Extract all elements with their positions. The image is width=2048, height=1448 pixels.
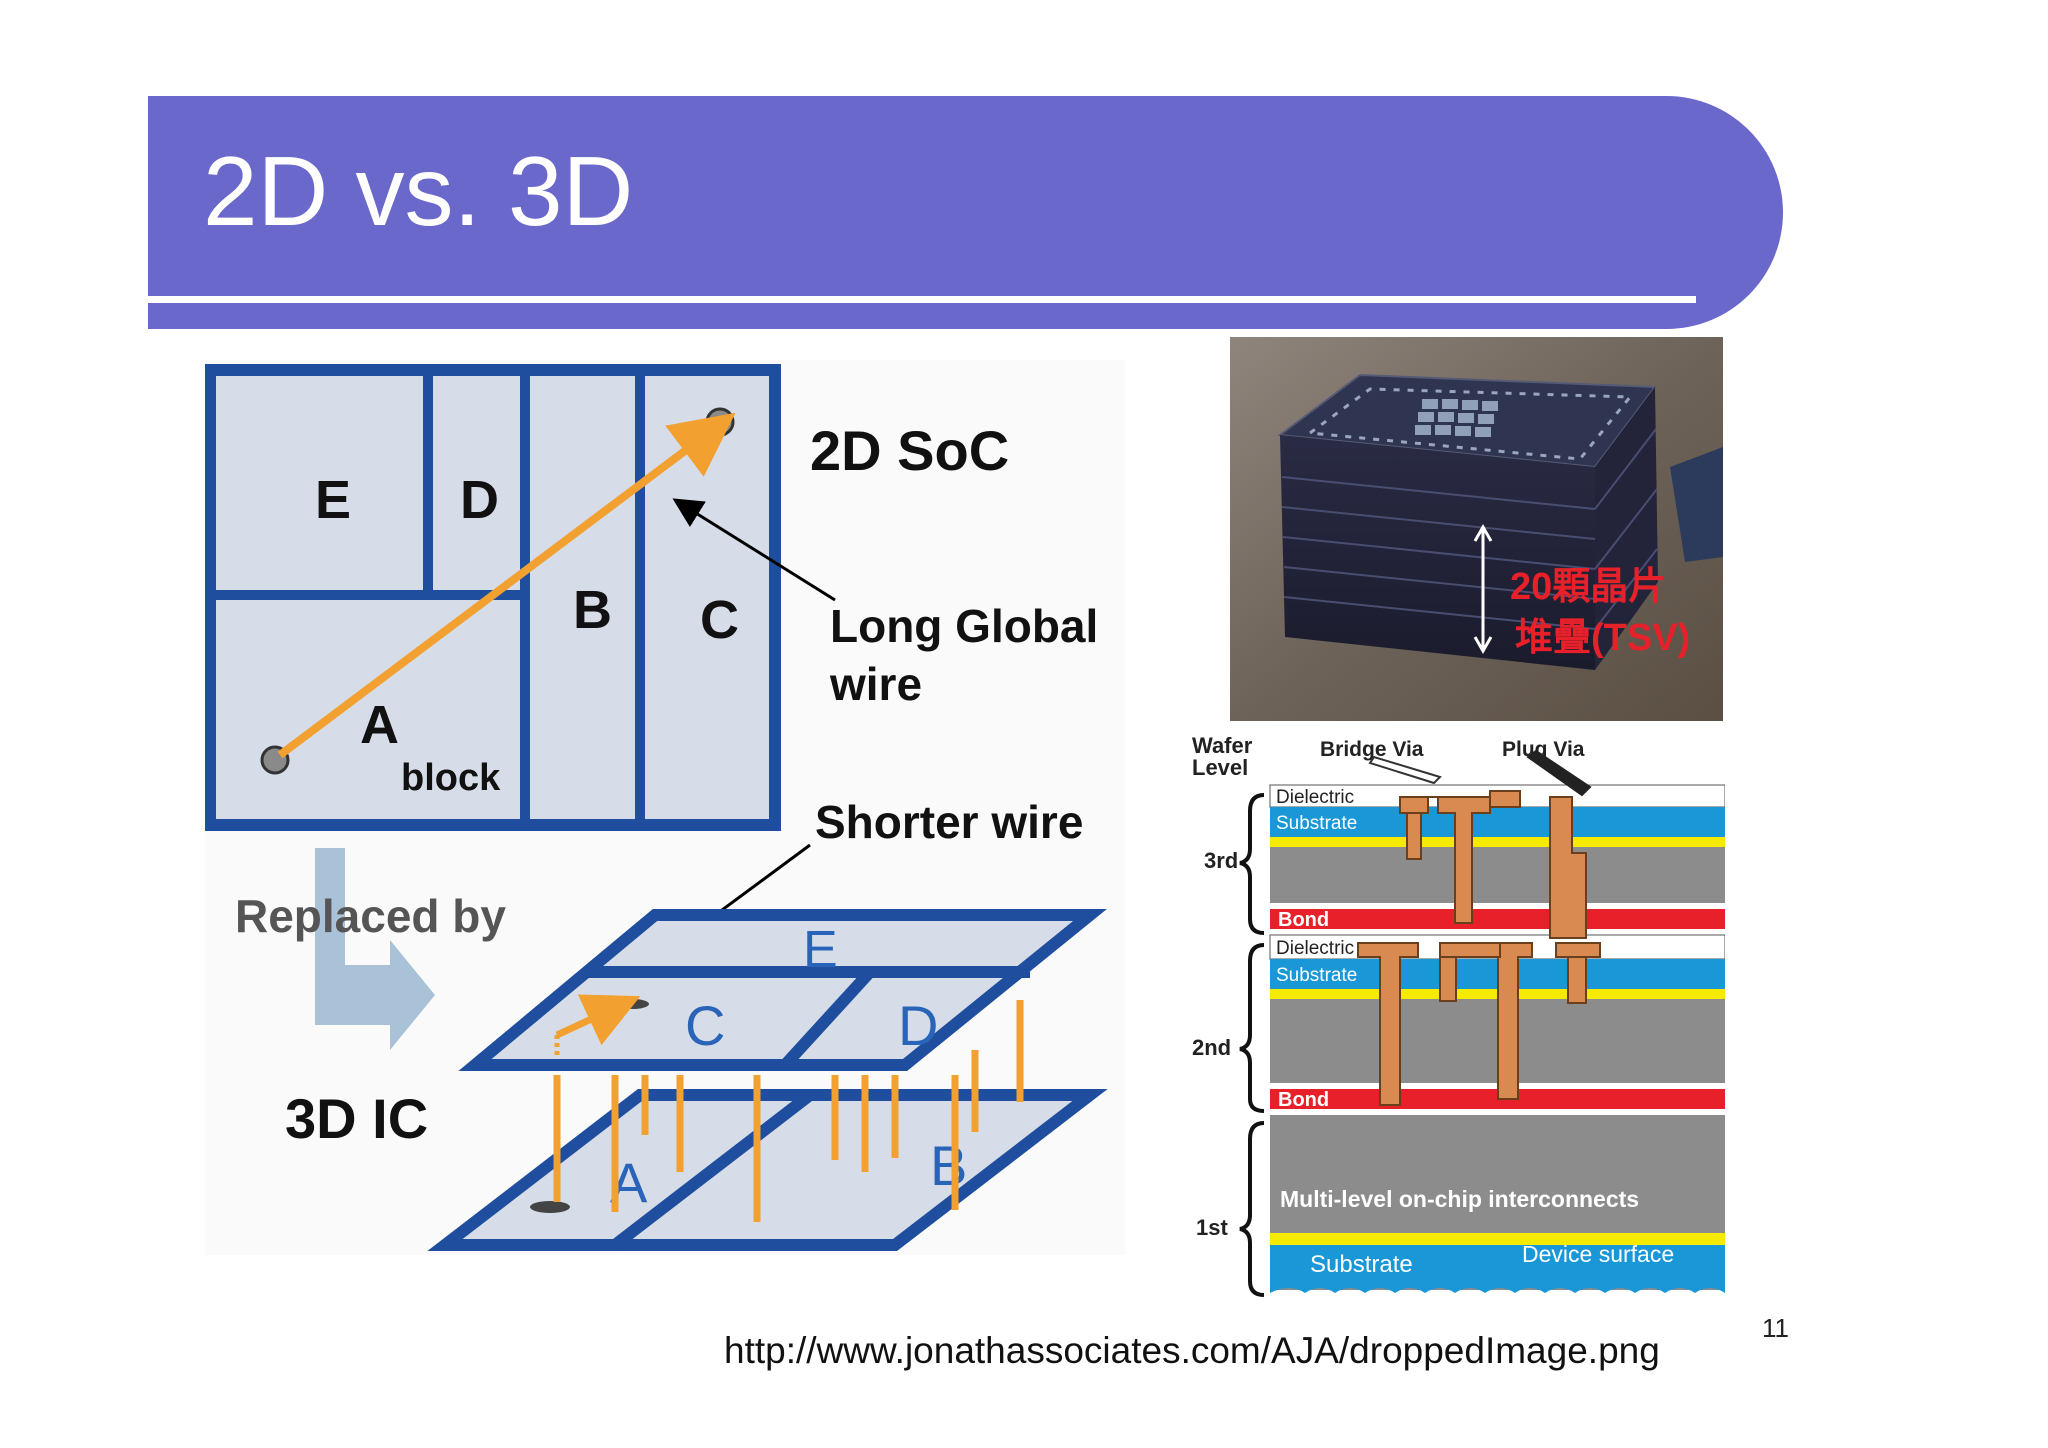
source-url: http://www.jonathassociates.com/AJA/drop… (724, 1330, 1660, 1371)
long-wire-label-1: Long Global (830, 600, 1098, 652)
stacked-chips-photo: 20顆晶片 堆疊(TSV) (1230, 337, 1723, 721)
tsv-pillars (553, 1000, 1024, 1222)
block-d-label: D (460, 470, 499, 530)
bond-label-3rd: Bond (1278, 909, 1329, 931)
block-c-label: C (700, 590, 739, 650)
soc-2d-floorplan: E D B C A block (205, 364, 781, 831)
substrate-label-3rd: Substrate (1276, 813, 1357, 834)
replaced-by-label: Replaced by (235, 890, 506, 942)
soc-vs-3dic-diagram: E D B C A block 2D SoC Long Global wire … (205, 360, 1125, 1255)
level-1st-label: 1st (1196, 1215, 1228, 1240)
block-b-label: B (573, 580, 612, 640)
wafer-level-label-1: Wafer (1192, 733, 1253, 758)
dielectric-label-3rd: Dielectric (1276, 787, 1354, 808)
long-wire-label-2: wire (829, 658, 922, 710)
level-2nd-label: 2nd (1192, 1035, 1231, 1060)
wafer-cross-section: Wafer Level Bridge Via Plug Via Dielectr… (1190, 733, 1725, 1303)
slide-title: 2D vs. 3D (203, 136, 634, 246)
substrate-label-2nd: Substrate (1276, 965, 1357, 986)
replaced-by-arrow (315, 848, 435, 1050)
block-caption: block (401, 757, 501, 799)
upper-block-c-label: C (685, 994, 725, 1057)
block-a-label: A (360, 695, 399, 755)
photo-caption-line1: 20顆晶片 (1510, 566, 1666, 608)
soc-2d-label: 2D SoC (810, 419, 1009, 482)
title-banner (148, 96, 1783, 329)
banner-underline (148, 296, 1696, 303)
shorter-wire-label: Shorter wire (815, 796, 1083, 848)
upper-block-e-label: E (803, 921, 838, 979)
bridge-via-label: Bridge Via (1320, 738, 1424, 761)
plug-via-label: Plug Via (1502, 738, 1585, 761)
photo-caption-line2: 堆疊(TSV) (1515, 617, 1690, 659)
level-3rd-label: 3rd (1204, 848, 1238, 873)
wafer-level-label-2: Level (1192, 755, 1248, 780)
ic-3d-label: 3D IC (285, 1087, 428, 1150)
device-surface-label: Device surface (1522, 1241, 1674, 1267)
bond-label-2nd: Bond (1278, 1089, 1329, 1111)
upper-layer: E C D (458, 909, 1107, 1071)
interconnects-label: Multi-level on-chip interconnects (1280, 1186, 1639, 1212)
lower-layer: A B (427, 1089, 1108, 1251)
upper-block-d-label: D (898, 994, 938, 1057)
block-e-label: E (315, 470, 351, 530)
page-number: 11 (1762, 1313, 1789, 1343)
lower-block-b-label: B (930, 1134, 967, 1197)
dielectric-label-2nd: Dielectric (1276, 938, 1354, 959)
substrate-label-1st: Substrate (1310, 1251, 1413, 1278)
